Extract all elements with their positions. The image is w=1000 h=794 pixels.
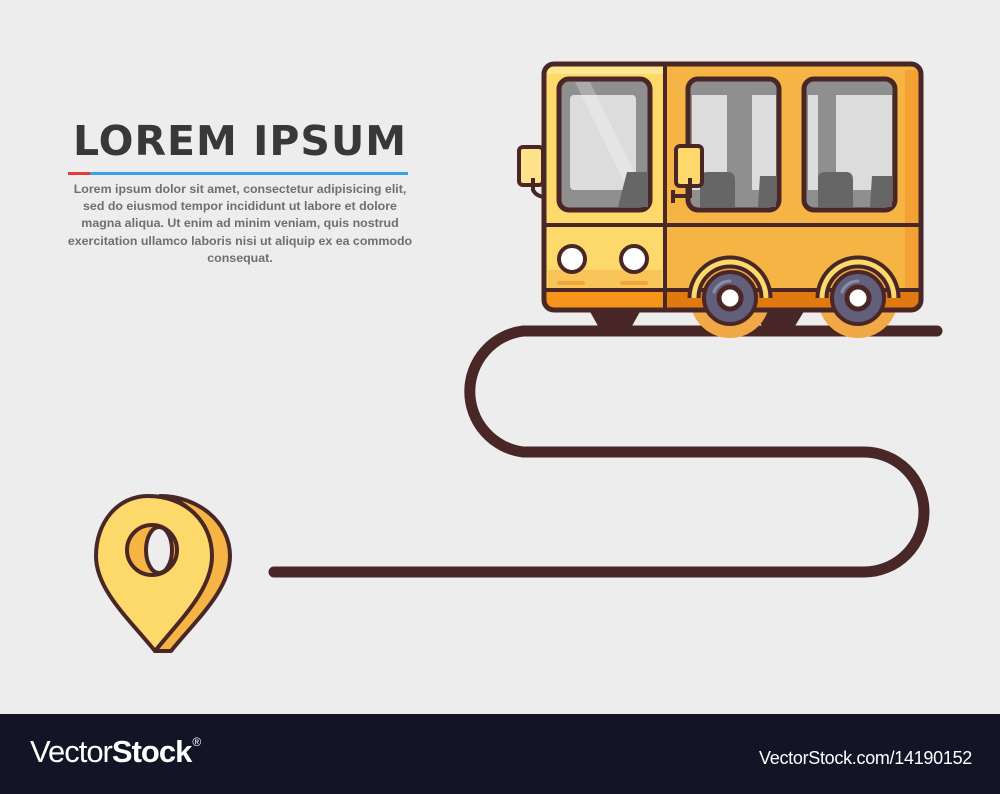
registered-mark: ® (192, 735, 201, 749)
road-path (268, 325, 943, 578)
bus-mirror-front (517, 145, 545, 199)
bus-wheel-front (687, 255, 773, 326)
brand-light: Vector (30, 734, 113, 769)
bus-wheel-rear (815, 255, 901, 326)
bus-window-rear (801, 76, 898, 213)
map-pin-icon (94, 494, 232, 653)
footer-bar: VectorStock® VectorStock.com/14190152 (0, 714, 1000, 794)
image-url[interactable]: VectorStock.com/14190152 (759, 748, 972, 768)
bus-window-middle (685, 76, 782, 213)
bus-window-front (556, 76, 653, 213)
title-underline (68, 172, 408, 175)
brand-bold: Stock (111, 734, 192, 769)
title-underline-accent (68, 172, 90, 175)
illustration (94, 61, 943, 653)
body-paragraph: Lorem ipsum dolor sit amet, consectetur … (67, 182, 413, 265)
bus-mirror-side (671, 144, 704, 203)
page-title: LOREM IPSUM (72, 117, 408, 165)
heading-block: LOREM IPSUM Lorem ipsum dolor sit amet, … (60, 118, 420, 267)
bus-icon (517, 61, 924, 338)
vectorstock-logo[interactable]: VectorStock® (30, 734, 201, 770)
